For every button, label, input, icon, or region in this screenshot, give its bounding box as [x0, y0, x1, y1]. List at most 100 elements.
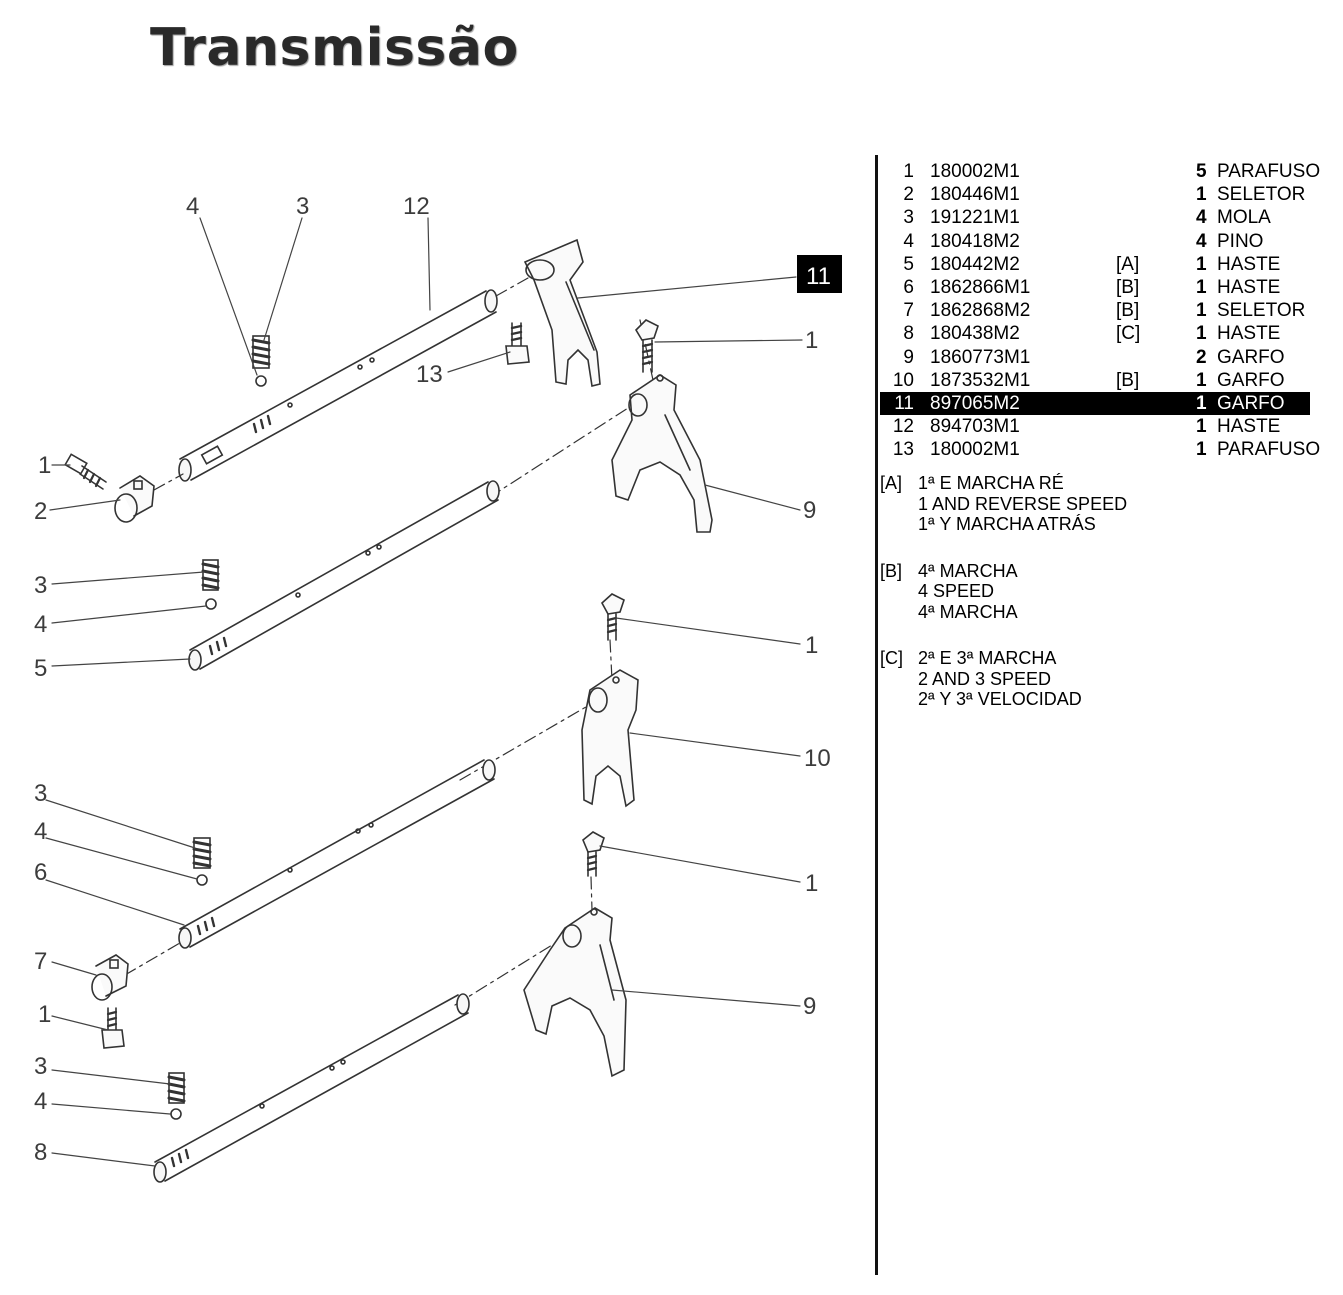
callout-11: 11: [806, 263, 831, 290]
leader-lines: [45, 217, 803, 1167]
note-line: 4ª MARCHA: [918, 560, 1018, 581]
screw-13: [505, 322, 530, 365]
fork-9-lower: [523, 907, 627, 1078]
bolt-1-left: [64, 453, 107, 490]
callout-10: 10: [804, 745, 831, 772]
part-code: 180002M1: [930, 161, 1020, 182]
part-description: PINO: [1217, 230, 1264, 252]
part-description: GARFO: [1217, 369, 1285, 391]
callout-1: 1: [805, 870, 818, 897]
part-number: 8: [903, 323, 914, 345]
callout-2: 2: [34, 498, 47, 525]
callout-11-highlight: [797, 255, 842, 293]
part-code: 1862866M1: [930, 276, 1031, 298]
pin-4-mid: [205, 598, 217, 610]
note-line: 1ª Y MARCHA ATRÁS: [918, 514, 1096, 534]
callout-4: 4: [34, 611, 47, 638]
callout-1: 1: [38, 452, 51, 479]
part-code: 180446M1: [930, 184, 1020, 206]
selector-2: [114, 475, 155, 523]
part-number: 6: [903, 276, 914, 298]
part-number: 2: [903, 184, 914, 206]
part-description: PARAFUSO: [1217, 161, 1321, 182]
part-quantity: 1: [1196, 323, 1207, 345]
part-quantity: 1: [1196, 439, 1207, 461]
part-number: 1: [903, 161, 914, 182]
callout-1: 1: [805, 327, 818, 354]
part-quantity: 1: [1196, 416, 1207, 438]
part-number: 3: [903, 207, 914, 229]
bolt-1-lower: [582, 831, 605, 877]
part-description: SELETOR: [1217, 184, 1306, 206]
part-number: 7: [903, 300, 914, 322]
part-code: 180438M2: [930, 323, 1020, 345]
parts-row: 12 894703M1 1 HASTE: [880, 415, 1310, 438]
callout-3: 3: [34, 780, 47, 807]
part-code: 180442M2: [930, 253, 1020, 275]
part-code: 180002M1: [930, 439, 1020, 461]
shaft-12: [178, 289, 498, 482]
part-code: 897065M2: [930, 392, 1020, 414]
note-tag: [B]: [880, 560, 903, 581]
part-code: 894703M1: [930, 416, 1020, 438]
note-line: 4 SPEED: [918, 581, 995, 601]
callout-13: 13: [416, 361, 443, 388]
fork-10: [581, 669, 639, 808]
note-line: 2ª Y 3ª VELOCIDAD: [918, 689, 1082, 709]
note-line: 4ª MARCHA: [918, 601, 1018, 622]
part-quantity: 1: [1196, 369, 1207, 391]
callout-8: 8: [34, 1139, 47, 1166]
bolt-1-upper: [634, 319, 659, 373]
part-description: HASTE: [1217, 416, 1281, 438]
shaft-5: [188, 480, 500, 671]
part-quantity: 2: [1196, 346, 1207, 368]
callout-9: 9: [803, 497, 816, 524]
part-description: GARFO: [1217, 392, 1285, 414]
exploded-parts-diagram: 4 3 12 11 1 13 1 2 9 3 4 5 1 10 3 4 6 1 …: [34, 193, 842, 1183]
part-description: GARFO: [1217, 346, 1285, 368]
spring-3-lower: [192, 837, 212, 869]
part-description: HASTE: [1217, 323, 1281, 345]
part-description: HASTE: [1217, 276, 1281, 298]
part-code: 191221M1: [930, 207, 1020, 229]
callout-4: 4: [34, 818, 47, 845]
part-number: 5: [903, 253, 914, 275]
note-line: 1ª E MARCHA RÉ: [918, 473, 1064, 493]
part-number: 12: [892, 416, 914, 438]
callout-7: 7: [34, 948, 47, 975]
note-line: 2ª E 3ª MARCHA: [918, 648, 1057, 668]
note-tag: [A]: [880, 473, 903, 493]
part-code: 1860773M1: [930, 346, 1031, 368]
callout-3: 3: [34, 572, 47, 599]
callout-3: 3: [296, 193, 309, 220]
callout-4: 4: [34, 1088, 47, 1115]
part-note-ref: [C]: [1116, 323, 1141, 345]
note-line: 2 AND 3 SPEED: [918, 668, 1052, 689]
part-description: PARAFUSO: [1217, 439, 1321, 461]
part-code: 1862868M2: [930, 300, 1031, 322]
part-number: 10: [892, 369, 914, 391]
parts-row: 8 180438M2 [C] 1 HASTE: [880, 322, 1310, 345]
part-quantity: 1: [1196, 392, 1207, 414]
fork-9-upper: [611, 374, 713, 533]
part-quantity: 4: [1196, 207, 1207, 229]
fork-11: [523, 238, 601, 387]
pin-4-lower: [196, 874, 208, 886]
spring-3-mid: [201, 559, 220, 591]
part-description: HASTE: [1217, 253, 1281, 275]
callout-1: 1: [805, 632, 818, 659]
note-line: 1 AND REVERSE SPEED: [918, 493, 1128, 514]
callout-9: 9: [803, 993, 816, 1020]
part-number: 11: [894, 392, 914, 414]
part-note-ref: [A]: [1116, 253, 1140, 275]
